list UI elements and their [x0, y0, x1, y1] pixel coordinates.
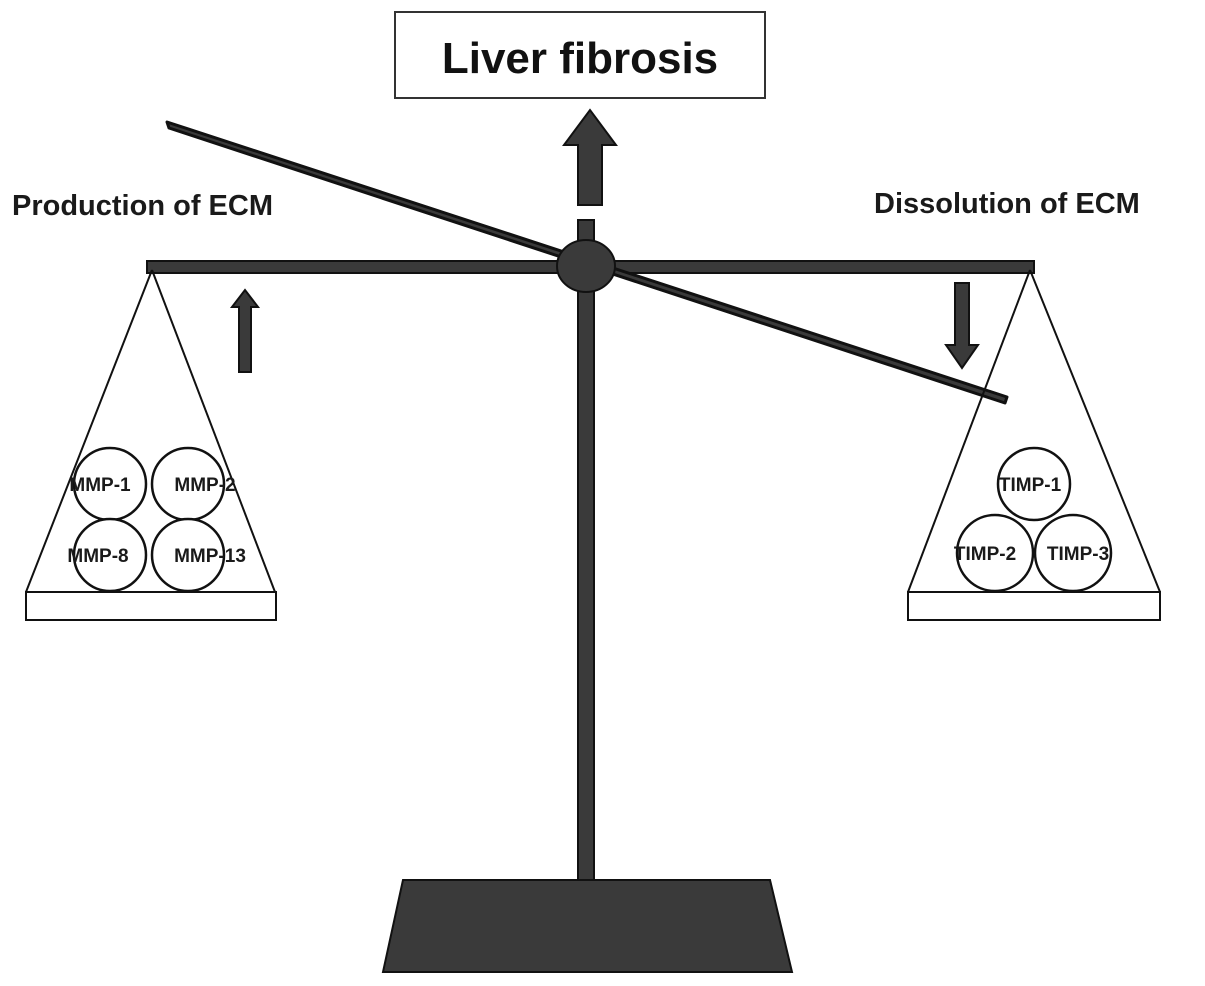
title-box: [394, 11, 766, 99]
title-text: Liver fibrosis: [442, 34, 718, 83]
left-pan-string: [151, 269, 276, 593]
down-arrow-icon: [944, 282, 980, 370]
mmp-label: MMP-2: [174, 475, 235, 496]
timp-ball: [996, 446, 1072, 522]
mmp-label: MMP-8: [67, 546, 128, 567]
increase-arrow-icon: [562, 108, 618, 206]
production-label: Production of ECM: [12, 190, 273, 222]
left-pan-string: [25, 269, 153, 593]
timp-label: TIMP-3: [1047, 544, 1109, 565]
left-pan: MMP-1 MMP-2 MMP-8 MMP-13: [25, 446, 277, 621]
timp-ball: [1033, 513, 1113, 593]
right-pan-base: [907, 591, 1161, 621]
mmp-ball: [150, 517, 226, 593]
right-pan-string: [1029, 269, 1161, 593]
timp-ball: [955, 513, 1035, 593]
scale-pivot: [556, 239, 616, 293]
timp-label: TIMP-1: [999, 475, 1062, 496]
right-pan: TIMP-1 TIMP-2 TIMP-3: [907, 446, 1161, 621]
up-arrow-icon: [229, 288, 261, 373]
mmp-label: MMP-1: [69, 475, 131, 496]
mmp-ball: [72, 517, 148, 593]
dissolution-label: Dissolution of ECM: [874, 188, 1140, 220]
mmp-label: MMP-13: [174, 546, 246, 567]
scale-pole: [577, 219, 595, 883]
right-pan-string: [907, 269, 1031, 593]
scale-stand: [381, 879, 794, 973]
left-pan-base: [25, 591, 277, 621]
timp-label: TIMP-2: [954, 544, 1016, 565]
